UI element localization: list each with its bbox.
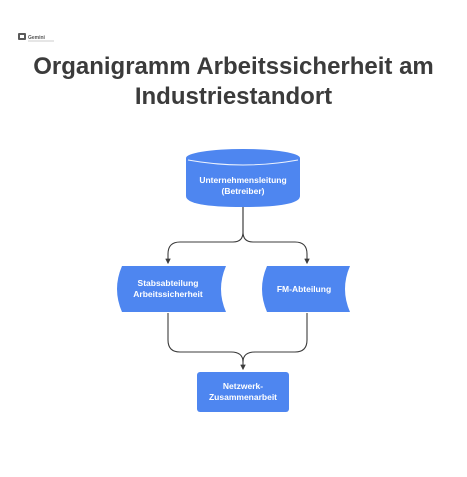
connectors	[165, 207, 310, 371]
safety-staff-line-1: Stabsabteilung	[137, 278, 199, 288]
node-management-label: Unternehmensleitung (Betreiber)	[186, 168, 300, 204]
fm-line-1: FM-Abteilung	[276, 283, 332, 294]
logo-icon: Gemini	[18, 33, 54, 42]
node-safety-staff	[117, 266, 226, 312]
logo-text: Gemini	[28, 35, 46, 41]
connector-management-to-fm	[242, 207, 310, 265]
node-network	[197, 372, 289, 412]
network-line-1: Netzwerk-	[222, 381, 264, 391]
connector-fm-to-network	[242, 313, 308, 363]
node-network-label: Netzwerk- Zusammenarbeit	[197, 372, 289, 412]
connector-safety-to-network	[167, 313, 246, 371]
logo: Gemini	[18, 30, 58, 42]
page-title: Organigramm Arbeitssicherheit am Industr…	[0, 52, 467, 112]
node-fm-label: FM-Abteilung	[262, 266, 346, 312]
title-line-2: Industriestandort	[134, 83, 333, 110]
node-safety-staff-label: Stabsabteilung Arbeitssicherheit	[118, 266, 218, 312]
network-line-2: Zusammenarbeit	[208, 392, 278, 402]
management-line-1: Unternehmensleitung	[199, 175, 287, 185]
management-line-2: (Betreiber)	[221, 186, 265, 196]
node-management	[186, 149, 300, 207]
safety-staff-line-2: Arbeitssicherheit	[133, 289, 203, 299]
title-line-1: Organigramm Arbeitssicherheit am	[33, 53, 434, 80]
connector-management-to-safety	[165, 207, 244, 265]
node-fm	[262, 266, 350, 312]
